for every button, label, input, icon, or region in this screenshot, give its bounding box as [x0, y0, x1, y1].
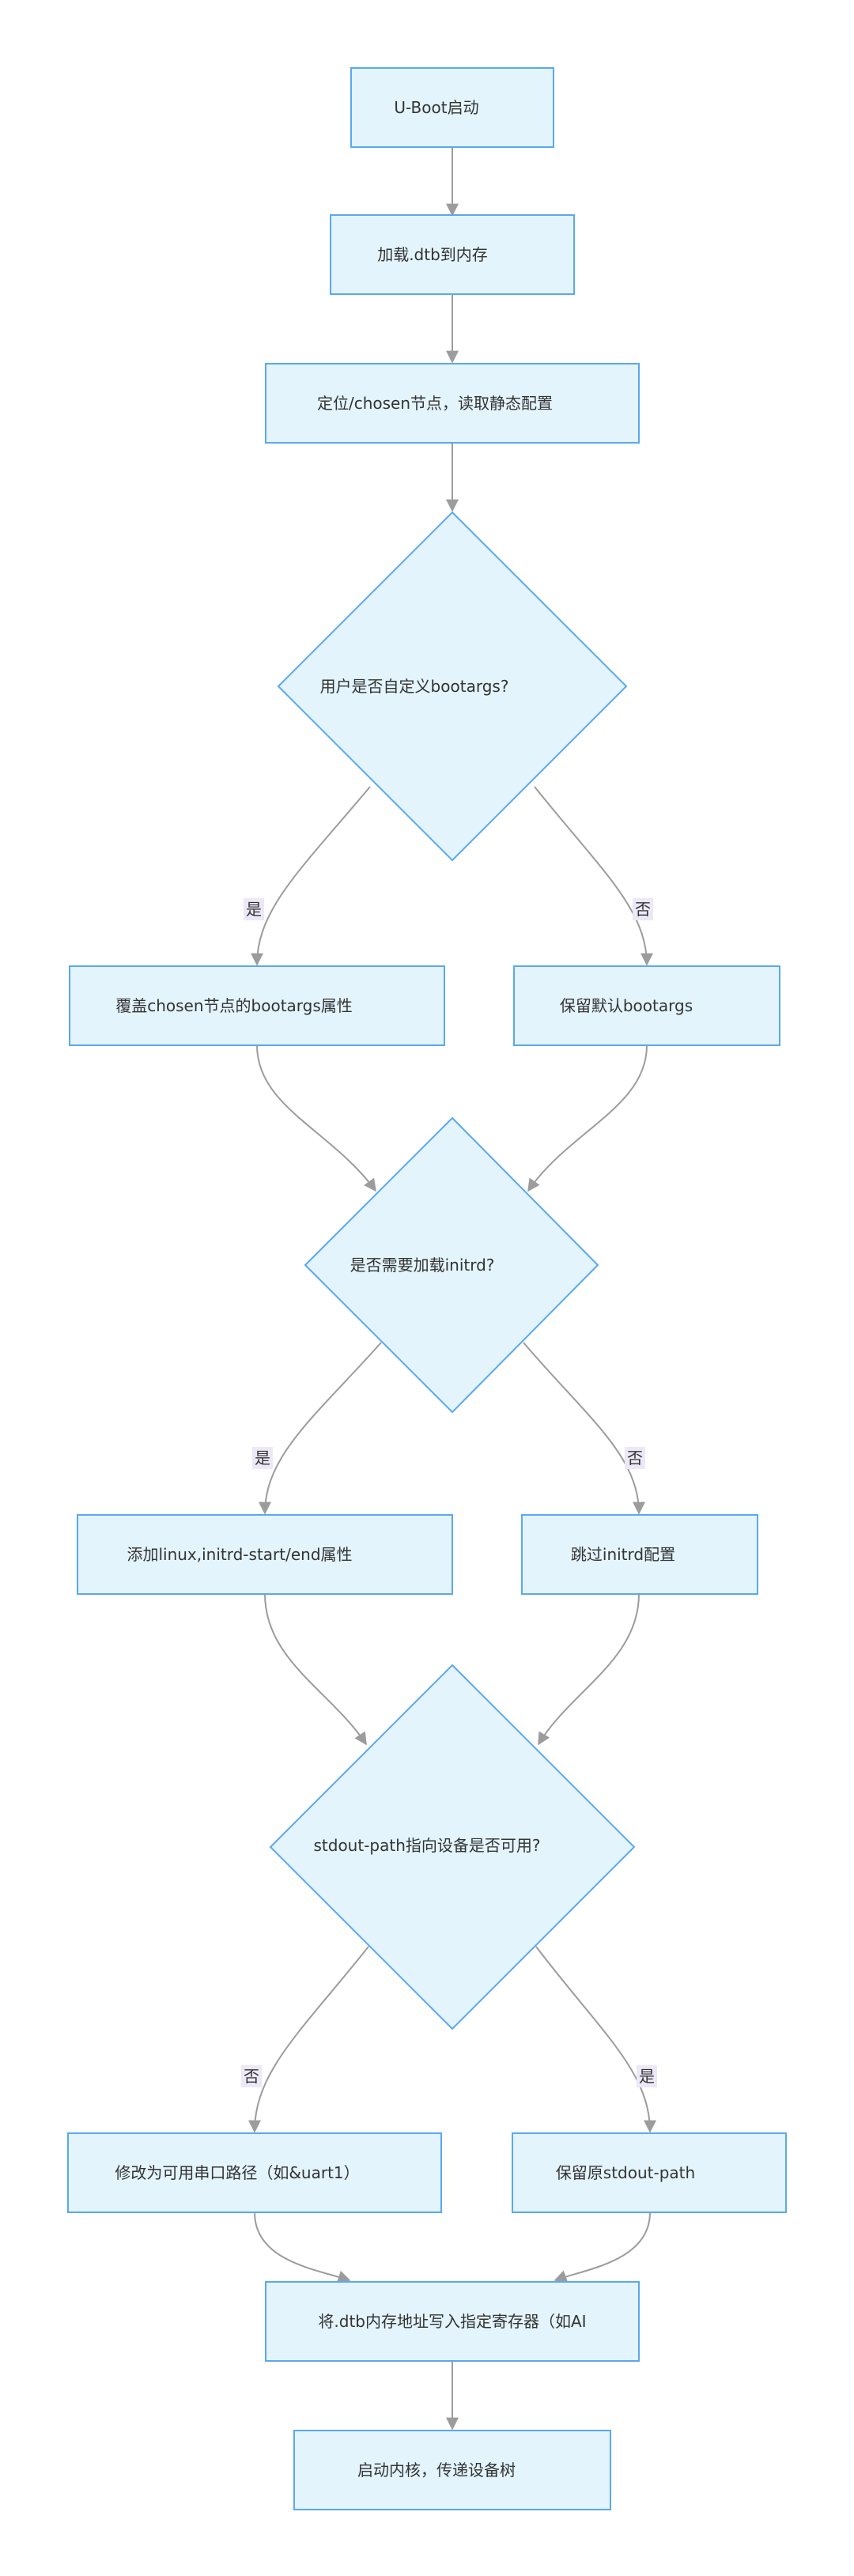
node-q-stdout-label: stdout-path指向设备是否可用? — [313, 1836, 540, 1855]
node-start: U-Boot启动 — [350, 67, 554, 148]
node-skip-initrd-label: 跳过initrd配置 — [571, 1545, 675, 1564]
edge-skip-qstdout — [538, 1593, 640, 1746]
node-write-reg-label: 将.dtb内存地址写入指定寄存器（如AI — [318, 2312, 586, 2331]
node-boot-label: 启动内核，传递设备树 — [357, 2461, 516, 2480]
node-q-initrd-label: 是否需要加载initrd? — [350, 1256, 495, 1275]
edge-qinitrd-add — [259, 1342, 382, 1515]
edge-qbootargs-override — [251, 786, 371, 966]
edge-qinitrd-skip — [523, 1342, 645, 1515]
node-write-reg: 将.dtb内存地址写入指定寄存器（如AI — [265, 2281, 640, 2362]
edge-label-stdout-no: 否 — [244, 2067, 259, 2086]
node-keep-default-label: 保留默认bootargs — [560, 996, 693, 1015]
node-q-bootargs: 用户是否自定义bootargs? — [277, 511, 628, 862]
edges — [248, 147, 656, 2431]
node-locate: 定位/chosen节点，读取静态配置 — [265, 363, 640, 444]
node-add-initrd-label: 添加linux,initrd-start/end属性 — [127, 1545, 352, 1564]
node-add-initrd: 添加linux,initrd-start/end属性 — [77, 1514, 453, 1595]
node-q-initrd: 是否需要加载initrd? — [304, 1116, 599, 1414]
nodes: U-Boot启动 加载.dtb到内存 定位/chosen节点，读取静态配置 用户… — [67, 67, 787, 2510]
node-override: 覆盖chosen节点的bootargs属性 — [69, 965, 445, 1046]
edge-labels: 是 否 是 否 否 是 — [241, 898, 657, 2087]
node-keep-stdout-label: 保留原stdout-path — [556, 2163, 695, 2182]
edge-keep-qinitrd — [527, 1044, 648, 1192]
edge-qstdout-change — [248, 1946, 369, 2133]
edge-add-qstdout — [264, 1593, 367, 1746]
node-q-stdout: stdout-path指向设备是否可用? — [269, 1664, 636, 2030]
node-boot: 启动内核，传递设备树 — [293, 2430, 611, 2510]
edge-qbootargs-keep — [534, 786, 653, 966]
edge-qstdout-keep — [535, 1946, 656, 2133]
edge-label-stdout-yes: 是 — [639, 2067, 655, 2086]
edge-keep-write — [554, 2212, 651, 2283]
node-keep-stdout: 保留原stdout-path — [512, 2132, 787, 2213]
edge-label-initrd-no: 否 — [627, 1449, 643, 1467]
node-change-uart-label: 修改为可用串口路径（如&uart1） — [115, 2163, 359, 2182]
node-locate-label: 定位/chosen节点，读取静态配置 — [317, 394, 553, 413]
node-change-uart: 修改为可用串口路径（如&uart1） — [67, 2132, 442, 2213]
edge-label-initrd-yes: 是 — [255, 1449, 270, 1467]
node-override-label: 覆盖chosen节点的bootargs属性 — [115, 996, 353, 1015]
node-start-label: U-Boot启动 — [394, 98, 478, 117]
node-load: 加载.dtb到内存 — [330, 214, 575, 295]
edge-change-write — [254, 2212, 351, 2283]
edge-label-bootargs-no: 否 — [635, 900, 651, 919]
node-keep-default: 保留默认bootargs — [513, 965, 780, 1046]
node-load-label: 加载.dtb到内存 — [377, 245, 488, 264]
edge-label-bootargs-yes: 是 — [246, 900, 262, 919]
edge-override-qinitrd — [256, 1044, 376, 1192]
node-q-bootargs-label: 用户是否自定义bootargs? — [320, 677, 509, 696]
node-skip-initrd: 跳过initrd配置 — [521, 1514, 758, 1595]
